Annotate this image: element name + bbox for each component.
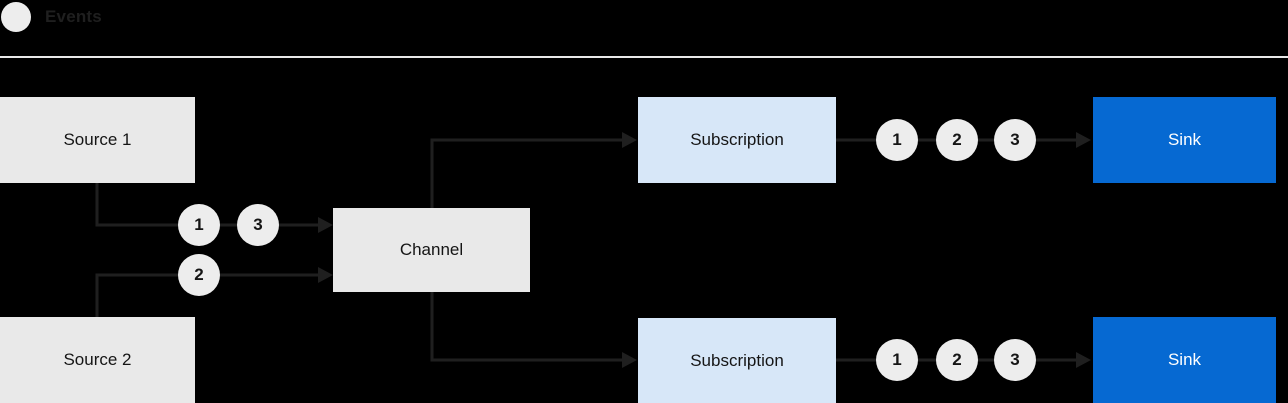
arrowhead-subscription-top-sink bbox=[1076, 132, 1091, 148]
event-badge: 1 bbox=[876, 119, 918, 161]
node-subscription-top: Subscription bbox=[638, 97, 836, 183]
node-sink-top: Sink bbox=[1093, 97, 1276, 183]
arrowhead-source1-channel bbox=[318, 217, 333, 233]
event-badge: 1 bbox=[178, 204, 220, 246]
event-badge: 3 bbox=[237, 204, 279, 246]
connector-channel-subscription-bottom bbox=[430, 292, 622, 362]
event-badge: 2 bbox=[936, 119, 978, 161]
legend-divider bbox=[0, 56, 1288, 58]
node-source-2: Source 2 bbox=[0, 317, 195, 403]
event-circle-icon bbox=[1, 2, 31, 32]
legend: Events bbox=[1, 2, 102, 32]
event-badge: 3 bbox=[994, 119, 1036, 161]
event-badge: 1 bbox=[876, 339, 918, 381]
event-badge: 2 bbox=[178, 254, 220, 296]
node-subscription-bottom: Subscription bbox=[638, 318, 836, 403]
connector-channel-subscription-top bbox=[430, 138, 622, 208]
arrowhead-source2-channel bbox=[318, 267, 333, 283]
legend-label: Events bbox=[45, 7, 102, 26]
node-sink-bottom: Sink bbox=[1093, 317, 1276, 403]
arrowhead-subscription-bottom-sink bbox=[1076, 352, 1091, 368]
event-badge: 3 bbox=[994, 339, 1036, 381]
event-badge: 2 bbox=[936, 339, 978, 381]
arrowhead-channel-subscription-bottom bbox=[622, 352, 637, 368]
node-channel: Channel bbox=[333, 208, 530, 292]
arrowhead-channel-subscription-top bbox=[622, 132, 637, 148]
node-source-1: Source 1 bbox=[0, 97, 195, 183]
